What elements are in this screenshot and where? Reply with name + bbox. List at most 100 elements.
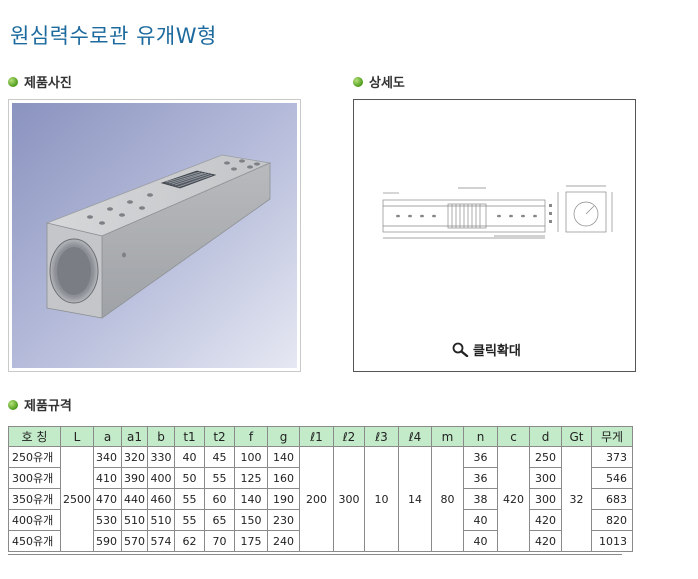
zoom-label: 클릭확대 [473,344,521,359]
cell-t2: 60 [204,488,235,510]
cell-n: 40 [463,530,498,552]
zoom-button[interactable]: 클릭확대 [452,340,521,359]
cell-a: 530 [93,509,122,531]
section-photo-label: 제품사진 [24,76,72,91]
cell-name: 250유개 [8,446,61,468]
section-spec-heading: 제품규격 [8,395,72,414]
cell-d: 420 [529,509,562,531]
cell-g: 140 [267,446,300,468]
cell-f: 175 [234,530,268,552]
column-header: a [93,426,122,447]
table-row: 300유개 410 390 400 50 55 125 160 36 300 5… [8,467,633,489]
bullet-icon [353,76,363,87]
section-spec-label: 제품규격 [24,399,72,414]
spec-table: 호 칭 L a a1 b t1 t2 f g ℓ1 ℓ2 ℓ3 ℓ4 m n c… [8,426,633,552]
section-drawing-label: 상세도 [369,76,405,91]
cell-weight: 546 [591,467,633,489]
cell-l4: 14 [398,446,432,552]
column-header: c [497,426,530,447]
column-header: Gt [561,426,592,447]
bullet-icon [8,399,18,410]
cell-a: 410 [93,467,122,489]
cell-d: 420 [529,530,562,552]
cell-d: 250 [529,446,562,468]
cell-a1: 440 [121,488,148,510]
cell-n: 38 [463,488,498,510]
cell-g: 190 [267,488,300,510]
cell-a1: 570 [121,530,148,552]
column-header: m [431,426,464,447]
cell-m: 80 [431,446,464,552]
cell-a1: 510 [121,509,148,531]
column-header: a1 [121,426,148,447]
cell-l3: 10 [364,446,399,552]
cell-f: 125 [234,467,268,489]
table-bottom-rule [8,553,622,555]
cell-f: 140 [234,488,268,510]
cell-a: 470 [93,488,122,510]
cell-t1: 40 [174,446,205,468]
column-header: g [267,426,300,447]
page-title: 원심력수로관 유개W형 [10,24,217,48]
cell-name: 400유개 [8,509,61,531]
cell-g: 230 [267,509,300,531]
cell-a: 590 [93,530,122,552]
bullet-icon [8,76,18,87]
cell-t2: 70 [204,530,235,552]
detail-drawing-frame[interactable]: 클릭확대 [353,99,636,372]
table-row: 350유개 470 440 460 55 60 140 190 38 300 6… [8,488,633,510]
cell-f: 150 [234,509,268,531]
column-header: 호 칭 [8,426,61,447]
cell-name: 300유개 [8,467,61,489]
cell-b: 510 [147,509,175,531]
table-header-row: 호 칭 L a a1 b t1 t2 f g ℓ1 ℓ2 ℓ3 ℓ4 m n c… [8,426,633,447]
cell-b: 460 [147,488,175,510]
cell-a1: 390 [121,467,148,489]
cell-name: 450유개 [8,530,61,552]
cell-weight: 820 [591,509,633,531]
cell-b: 400 [147,467,175,489]
cell-t2: 45 [204,446,235,468]
cell-a: 340 [93,446,122,468]
column-header: n [463,426,498,447]
cell-n: 40 [463,509,498,531]
column-header: ℓ3 [364,426,399,447]
cell-t2: 55 [204,467,235,489]
cell-L: 2500 [60,446,94,552]
cell-c: 420 [497,446,530,552]
cell-b: 574 [147,530,175,552]
cell-l2: 300 [333,446,365,552]
table-row: 450유개 590 570 574 62 70 175 240 40 420 1… [8,530,633,552]
cell-weight: 683 [591,488,633,510]
cell-t1: 62 [174,530,205,552]
cell-Gt: 32 [561,446,592,552]
cell-name: 350유개 [8,488,61,510]
column-header: ℓ1 [299,426,334,447]
cell-g: 240 [267,530,300,552]
cell-b: 330 [147,446,175,468]
cell-a1: 320 [121,446,148,468]
column-header: t2 [204,426,235,447]
table-row: 400유개 530 510 510 55 65 150 230 40 420 8… [8,509,633,531]
section-photo-heading: 제품사진 [8,72,72,91]
cell-weight: 1013 [591,530,633,552]
section-drawing-heading: 상세도 [353,72,405,91]
cell-t1: 50 [174,467,205,489]
cell-f: 100 [234,446,268,468]
cell-d: 300 [529,488,562,510]
cell-n: 36 [463,446,498,468]
column-header: f [234,426,268,447]
column-header: L [60,426,94,447]
table-row: 250유개 2500 340 320 330 40 45 100 140 200… [8,446,633,552]
column-header: d [529,426,562,447]
column-header: ℓ2 [333,426,365,447]
cell-d: 300 [529,467,562,489]
cell-n: 36 [463,467,498,489]
product-photo-frame [8,99,301,372]
cell-t2: 65 [204,509,235,531]
cell-t1: 55 [174,509,205,531]
cell-t1: 55 [174,488,205,510]
cell-l1: 200 [299,446,334,552]
magnifier-icon [452,342,469,357]
cell-weight: 373 [591,446,633,468]
